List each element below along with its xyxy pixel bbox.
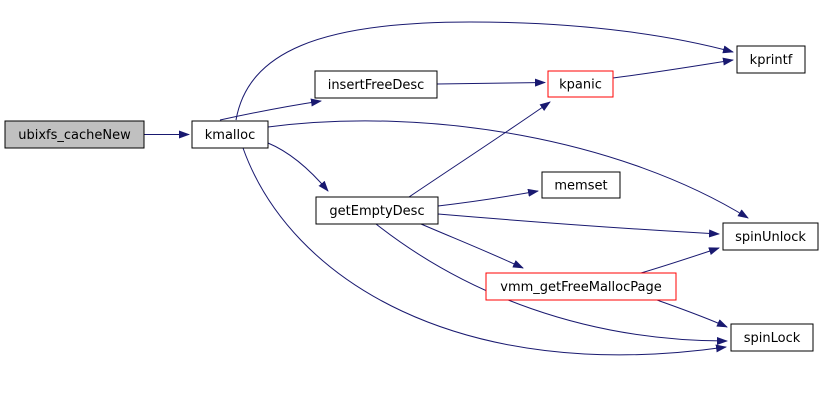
- node-spinLock[interactable]: spinLock: [730, 323, 814, 352]
- node-label-kmalloc: kmalloc: [205, 128, 255, 143]
- node-insertFreeDesc[interactable]: insertFreeDesc: [314, 70, 438, 99]
- node-label-ubixfs_cacheNew: ubixfs_cacheNew: [18, 128, 131, 143]
- node-kmalloc[interactable]: kmalloc: [191, 120, 269, 149]
- node-kprintf[interactable]: kprintf: [736, 45, 806, 74]
- edge-kpanic-to-kprintf: [612, 57, 734, 79]
- edge-getEmptyDesc-to-vmm_getFreeMallocPage: [420, 223, 524, 269]
- node-box-vmm_getFreeMallocPage: [485, 272, 677, 301]
- node-kpanic[interactable]: kpanic: [547, 70, 614, 98]
- edge-kmalloc-to-getEmptyDesc: [267, 142, 329, 192]
- node-box-memset: [541, 171, 621, 199]
- edge-vmm_getFreeMallocPage-to-spinUnlock: [640, 247, 720, 274]
- node-ubixfs_cacheNew: ubixfs_cacheNew: [4, 120, 145, 149]
- node-box-kpanic: [547, 70, 614, 98]
- node-label-memset: memset: [554, 179, 607, 194]
- node-box-getEmptyDesc: [315, 196, 439, 225]
- edge-getEmptyDesc-to-kpanic: [408, 101, 551, 198]
- node-box-kprintf: [736, 45, 806, 74]
- node-spinUnlock[interactable]: spinUnlock: [722, 222, 819, 251]
- edge-getEmptyDesc-to-spinLock: [375, 223, 728, 345]
- node-label-spinLock: spinLock: [744, 331, 801, 346]
- node-label-getEmptyDesc: getEmptyDesc: [329, 204, 424, 219]
- node-label-kpanic: kpanic: [559, 78, 602, 93]
- node-getEmptyDesc[interactable]: getEmptyDesc: [315, 196, 439, 225]
- edge-kmalloc-to-spinUnlock: [267, 120, 749, 219]
- node-vmm_getFreeMallocPage[interactable]: vmm_getFreeMallocPage: [485, 272, 677, 301]
- edge-getEmptyDesc-to-spinUnlock: [437, 213, 720, 238]
- edge-vmm_getFreeMallocPage-to-spinLock: [656, 299, 728, 328]
- edge-getEmptyDesc-to-memset: [437, 188, 539, 207]
- edge-kmalloc-to-insertFreeDesc: [219, 98, 322, 121]
- node-box-kmalloc: [191, 120, 269, 149]
- edge-kmalloc-to-kprintf: [235, 21, 734, 121]
- node-box-ubixfs_cacheNew: [4, 120, 145, 149]
- node-box-spinLock: [730, 323, 814, 352]
- node-memset[interactable]: memset: [541, 171, 621, 199]
- node-label-insertFreeDesc: insertFreeDesc: [328, 78, 425, 93]
- node-label-vmm_getFreeMallocPage: vmm_getFreeMallocPage: [500, 280, 661, 295]
- edge-kmalloc-to-spinLock: [242, 147, 727, 356]
- edge-insertFreeDesc-to-kpanic: [436, 78, 546, 87]
- node-label-kprintf: kprintf: [750, 53, 793, 68]
- node-box-insertFreeDesc: [314, 70, 438, 99]
- node-box-spinUnlock: [722, 222, 819, 251]
- node-label-spinUnlock: spinUnlock: [735, 230, 806, 245]
